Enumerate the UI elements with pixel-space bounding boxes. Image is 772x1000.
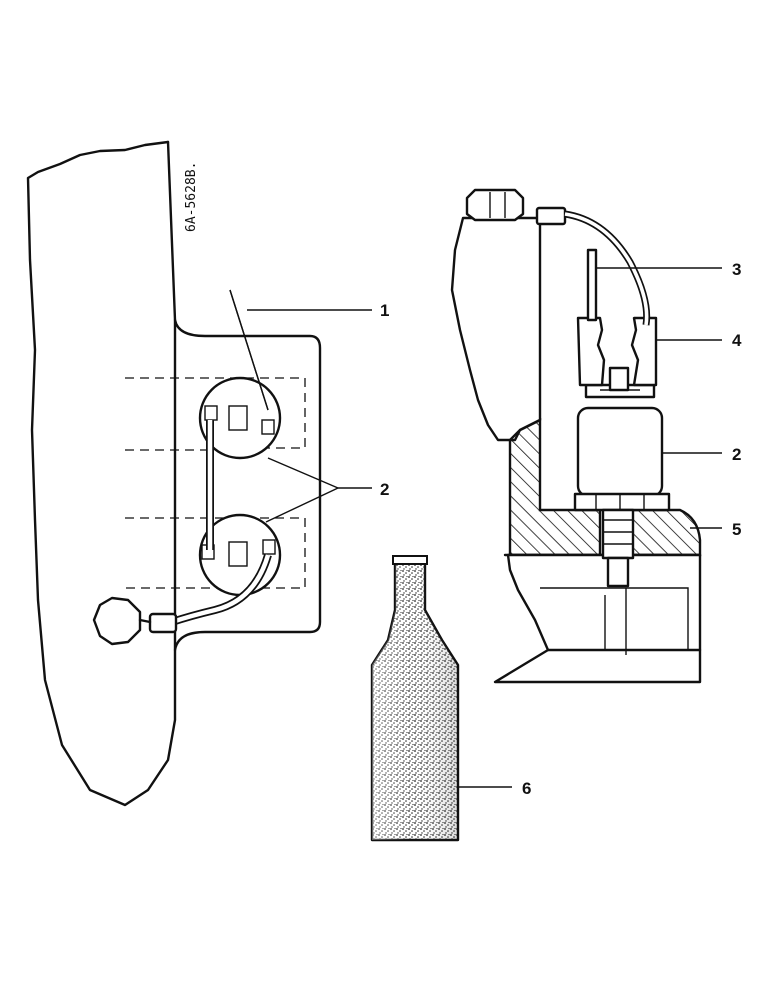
callout-3: 3: [732, 260, 741, 279]
right-view: [450, 188, 702, 684]
callout-4: 4: [732, 331, 742, 350]
callout-1: 1: [380, 301, 389, 320]
hidden-lines: [125, 377, 306, 589]
callout-2-left: 2: [380, 480, 389, 499]
upper-housing: [450, 216, 542, 442]
pressure-switch: [573, 383, 671, 588]
upper-switch: [198, 376, 282, 460]
hatched-section-right: [630, 508, 702, 557]
callout-2-right: 2: [732, 445, 741, 464]
connector-plug: [92, 596, 178, 646]
mounting-plate: [173, 318, 322, 652]
left-view: 6A-5628B.: [26, 140, 322, 807]
lower-housing: [493, 553, 702, 684]
callout-6: 6: [522, 779, 531, 798]
leader-lines: [247, 267, 722, 788]
callouts: 1 2 3 4 2 5 6: [380, 260, 742, 798]
engine-block-edge: [166, 140, 177, 322]
drawing-code-label: 6A-5628B.: [184, 162, 199, 232]
bolt-head: [465, 188, 525, 222]
housing-connector: [535, 206, 567, 226]
callout-5: 5: [732, 520, 741, 539]
switch-connector: [576, 316, 658, 392]
terminal-pin: [586, 248, 598, 322]
fluid-bottle: [370, 555, 460, 842]
engine-block-outline: [26, 140, 177, 807]
